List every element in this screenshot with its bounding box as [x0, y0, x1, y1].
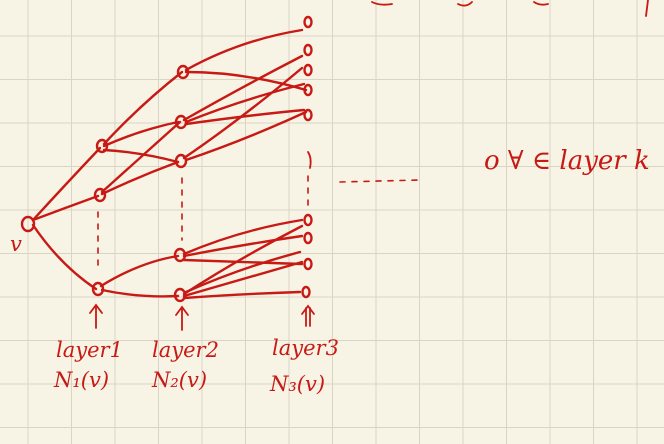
layer3-node [303, 83, 313, 97]
layer2-node [176, 64, 190, 80]
layer3-node [303, 15, 313, 29]
layer3-node [301, 285, 311, 299]
pointer-arrows [89, 303, 315, 331]
edge-l2-l3 [182, 258, 304, 266]
layer3-node [303, 231, 313, 245]
edge-l1-l2 [102, 70, 184, 146]
layer3-node [303, 257, 313, 271]
layer2-node [173, 287, 187, 303]
edge-l1-l2 [100, 160, 180, 196]
cropped-scribble [371, 0, 649, 17]
layer1-label: layer1 [56, 338, 123, 362]
edge-l2-l3 [182, 260, 304, 298]
legend-text: o ∀ ∈ layer k [484, 146, 650, 176]
edge-l2-l3 [182, 54, 304, 122]
edge-root-l1 [31, 146, 102, 222]
edge-l2-l3 [184, 250, 302, 294]
edge-l2-l3 [184, 110, 308, 162]
layer3-node [303, 43, 313, 57]
nodes [20, 15, 313, 303]
edge-l2-l3 [182, 224, 304, 296]
edge-l2-l3 [182, 218, 304, 256]
dash-layer3 [307, 151, 312, 169]
layer3-node [303, 213, 313, 227]
edge-l1-l2 [99, 254, 180, 288]
layer2-set: N₂(v) [152, 368, 208, 392]
layer1-node [95, 138, 109, 154]
edge-l1-l2 [100, 120, 182, 194]
layer1-node [93, 187, 107, 203]
edge-l1-l2 [100, 288, 180, 298]
layer2-node [174, 114, 188, 130]
edge-l2-l3 [184, 28, 304, 72]
edge-l1-l2 [102, 148, 180, 164]
arrow-up-icon [175, 305, 189, 331]
layer2-node [174, 153, 188, 169]
edge-l1-l2 [102, 120, 180, 148]
edges [31, 28, 308, 300]
dash-to-legend [339, 179, 421, 183]
edge-l2-l3 [182, 290, 302, 300]
layer2-node [173, 247, 187, 263]
edge-root-l1 [31, 194, 100, 222]
edge-l2-l3 [184, 82, 306, 124]
root-node [20, 215, 36, 233]
arrow-up-icon [89, 303, 103, 329]
edge-l2-l3 [182, 234, 304, 258]
layer2-label: layer2 [152, 338, 219, 362]
layer3-node [303, 63, 313, 77]
layer3-set: N₃(v) [270, 372, 326, 396]
layer3-node [303, 108, 313, 122]
ellipsis-dashes [97, 151, 421, 269]
edge-l2-l3 [184, 108, 306, 126]
root-label: v [10, 232, 22, 256]
layer1-set: N₁(v) [54, 368, 110, 392]
layer1-node [91, 281, 105, 297]
edge-root-l1 [31, 223, 98, 291]
layer3-label: layer3 [272, 336, 339, 360]
double-arrow-up-icon [301, 304, 315, 327]
